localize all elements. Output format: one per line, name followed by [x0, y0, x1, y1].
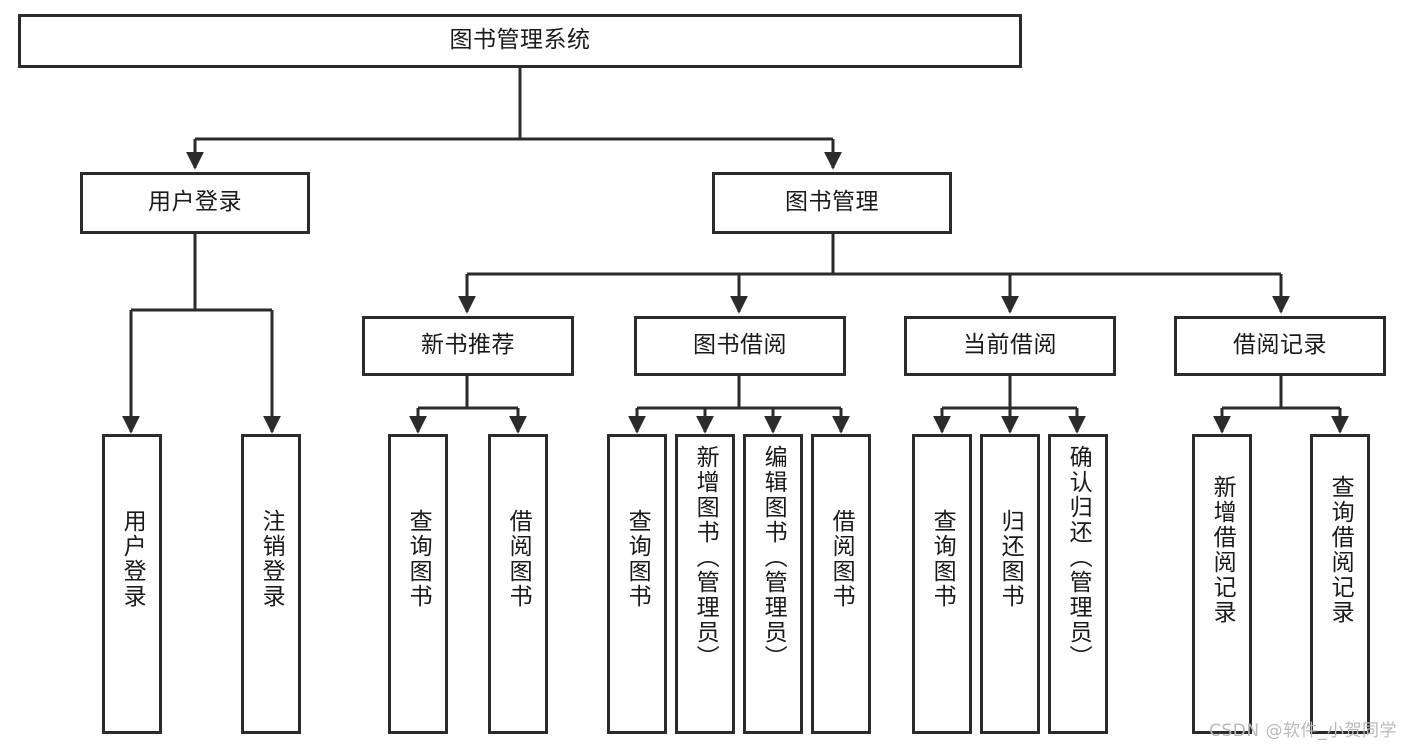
node-root-label: 图书管理系统	[449, 27, 591, 54]
node-leaf-query-book-3[interactable]: 查询图书	[912, 434, 972, 734]
node-leaf-add-record[interactable]: 新增借阅记录	[1192, 434, 1252, 734]
watermark: CSDN @软件_小贺同学	[1209, 721, 1397, 741]
node-leaf-return-book[interactable]: 归还图书	[980, 434, 1040, 734]
node-leaf-query-record-label: 查询借阅记录	[1327, 475, 1354, 625]
node-borrow-record[interactable]: 借阅记录	[1174, 316, 1386, 376]
node-leaf-query-book-2[interactable]: 查询图书	[607, 434, 667, 734]
node-book-borrow[interactable]: 图书借阅	[634, 316, 846, 376]
node-root[interactable]: 图书管理系统	[18, 14, 1022, 68]
node-new-book-recommend[interactable]: 新书推荐	[362, 316, 574, 376]
node-current-borrow-label: 当前借阅	[963, 332, 1057, 359]
node-current-borrow[interactable]: 当前借阅	[904, 316, 1116, 376]
node-leaf-user-login[interactable]: 用户登录	[102, 434, 162, 734]
node-leaf-query-book-3-label: 查询图书	[929, 509, 956, 609]
node-book-borrow-label: 图书借阅	[693, 332, 787, 359]
node-user-login-label: 用户登录	[148, 189, 242, 216]
node-leaf-edit-book[interactable]: 编辑图书（管理员）	[743, 434, 803, 734]
node-leaf-add-book-label: 新增图书（管理员）	[692, 445, 719, 670]
node-book-manage[interactable]: 图书管理	[712, 172, 952, 234]
node-leaf-confirm-return[interactable]: 确认归还（管理员）	[1048, 434, 1108, 734]
node-leaf-borrow-book-2[interactable]: 借阅图书	[811, 434, 871, 734]
node-user-login[interactable]: 用户登录	[80, 172, 310, 234]
node-leaf-query-book-1-label: 查询图书	[405, 509, 432, 609]
node-new-book-recommend-label: 新书推荐	[421, 332, 515, 359]
node-leaf-query-book-2-label: 查询图书	[624, 509, 651, 609]
node-leaf-confirm-return-label: 确认归还（管理员）	[1065, 445, 1092, 670]
node-leaf-edit-book-label: 编辑图书（管理员）	[760, 445, 787, 670]
node-leaf-add-record-label: 新增借阅记录	[1209, 475, 1236, 625]
node-leaf-add-book[interactable]: 新增图书（管理员）	[675, 434, 735, 734]
node-leaf-user-login-label: 用户登录	[119, 509, 146, 609]
node-leaf-user-logout-label: 注销登录	[258, 509, 285, 609]
node-leaf-borrow-book-1-label: 借阅图书	[505, 509, 532, 609]
node-leaf-borrow-book-2-label: 借阅图书	[828, 509, 855, 609]
node-leaf-borrow-book-1[interactable]: 借阅图书	[488, 434, 548, 734]
node-leaf-user-logout[interactable]: 注销登录	[241, 434, 301, 734]
node-book-manage-label: 图书管理	[785, 189, 879, 216]
node-leaf-return-book-label: 归还图书	[997, 509, 1024, 609]
node-leaf-query-book-1[interactable]: 查询图书	[388, 434, 448, 734]
node-leaf-query-record[interactable]: 查询借阅记录	[1310, 434, 1370, 734]
node-borrow-record-label: 借阅记录	[1233, 332, 1327, 359]
